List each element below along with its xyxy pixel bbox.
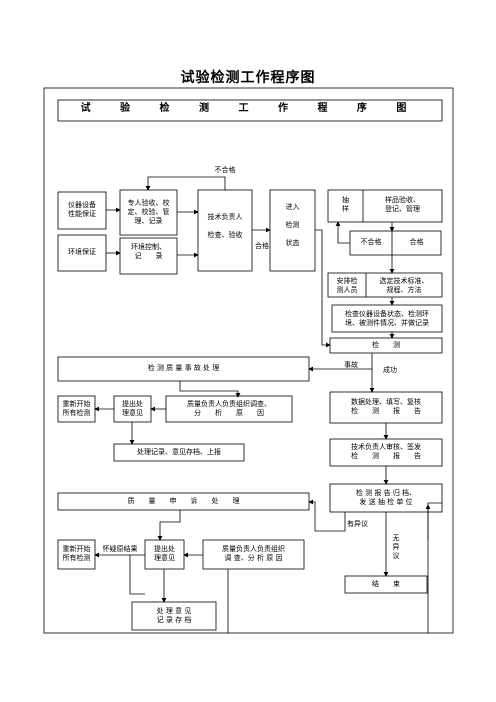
restart-2-label: 重新开始 所有检测 — [62, 545, 91, 562]
sample-box — [327, 189, 443, 223]
no-objection-label: 无 异 议 — [392, 534, 400, 560]
arrange-staff-label: 安排检 测人员 — [336, 277, 358, 294]
archive-1-label: 处理记录、意见存档、上报 — [137, 448, 221, 456]
data-processing-label: 数据处理、填写、复核 检 测 报 告 — [351, 398, 421, 415]
propose-1-label: 提出处 理意见 — [122, 400, 143, 417]
sample-label: 抽 样 — [342, 196, 349, 213]
objection-label: 有异议 — [347, 520, 368, 528]
end-box — [344, 575, 428, 594]
archive-2-label: 处 理 意 见 记 录 存 档 — [156, 607, 192, 624]
qualified-label: 合格 — [409, 238, 424, 246]
check-env-box — [331, 304, 443, 333]
inner-title-box — [57, 99, 443, 122]
env-control-box — [119, 237, 178, 275]
testing-label: 检 测 — [372, 341, 400, 349]
propose-2-label: 提出处 理意见 — [154, 545, 175, 562]
suspicious-result-label: 怀疑原结果 — [102, 545, 138, 553]
select-standard-label: 选定技术标准、 规程、方法 — [379, 277, 429, 294]
investigate-1-label: 质量负责人负责组织调查、 分 析 原 因 — [187, 400, 271, 417]
qualified-side-label: 合格 — [255, 242, 269, 250]
tech-review-label: 技术负责人审核、签发 检 测 报 告 — [351, 443, 421, 460]
archive-1-box — [113, 443, 245, 462]
instrument-box — [57, 191, 107, 230]
env-control-label: 环境控制、 记 录 — [131, 243, 166, 260]
instrument-label: 仪器设备 性能保证 — [68, 201, 96, 218]
label-not-qualified-top: 不合格 — [214, 166, 236, 174]
arrange-box — [327, 272, 443, 298]
unqualified-label: 不合格 — [360, 238, 382, 246]
success-label: 成功 — [383, 366, 397, 374]
investigate-2-box — [202, 539, 305, 570]
tech-check-label: 技术负责人 检查、验收 — [207, 213, 243, 239]
accident-label: 事故 — [344, 361, 358, 369]
complaint-handling-label: 质 量 申 诉 处 理 — [127, 497, 240, 505]
specialist-label: 专人验收、校 定、校验、管 理、记录 — [127, 199, 170, 225]
inner-title: 试 验 检 测 工 作 程 序 图 — [80, 103, 420, 114]
check-env-label: 检查仪器设备状态、检测环 境、被测件情况、并做记录 — [345, 310, 429, 327]
end-label: 结 束 — [372, 580, 400, 588]
enter-state-label: 进入 检测 状态 — [285, 203, 300, 247]
investigate-2-label: 质量负责人负责组织 调 查、分 析 原 因 — [222, 545, 285, 562]
restart-1-label: 重新开始 所有检测 — [62, 400, 91, 417]
archive-2-box — [131, 601, 217, 631]
sample-accept-label: 样品验收、 登记、管理 — [385, 196, 420, 213]
page-title: 试验检测工作程序图 — [180, 70, 316, 86]
outer-frame — [43, 87, 454, 634]
report-archive-label: 检 测 报 告 归 档、 发 送 抽 检 单 位 — [355, 489, 417, 506]
environment-label: 环境保证 — [68, 248, 96, 256]
accident-handling-label: 检 测 质 量 事 故 处 理 — [147, 364, 220, 372]
